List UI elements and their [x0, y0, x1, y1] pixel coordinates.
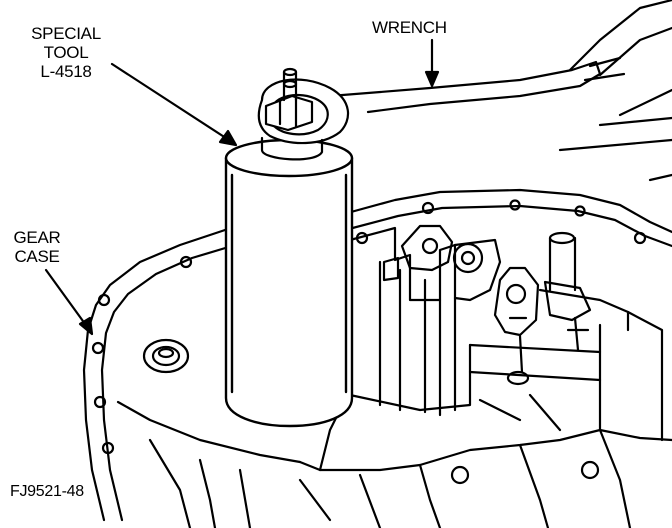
gear-case-flange-inner [100, 204, 672, 522]
drain-boss [142, 338, 190, 374]
special-tool-label: SPECIAL TOOL L-4518 [18, 24, 114, 81]
gear-leader [44, 268, 90, 330]
flange-bolt-holes [91, 199, 647, 455]
figure-id: FJ9521-48 [10, 483, 84, 500]
wrench-arrowhead [424, 70, 440, 88]
gear-case-label-line-1: GEAR [13, 228, 61, 247]
gear-case-label-line-2: CASE [14, 247, 60, 266]
lower-ribs [148, 408, 672, 528]
tool-arrowhead [218, 129, 238, 147]
tool-top-nut [260, 67, 324, 161]
shift-mechanism [348, 224, 664, 442]
wrench-label: WRENCH [372, 18, 447, 37]
gear-case-floor-edge [116, 400, 302, 464]
special-tool-cylinder [224, 138, 354, 428]
tool-leader [110, 62, 234, 144]
special-tool-label-line-1: SPECIAL [31, 24, 101, 43]
gear-case-label: GEAR CASE [2, 228, 72, 266]
right-housing [558, 0, 672, 182]
leader-arrows [44, 38, 440, 336]
wrench [257, 56, 626, 145]
special-tool-label-line-3: L-4518 [40, 62, 92, 81]
gear-arrowhead [78, 316, 94, 336]
special-tool-label-line-2: TOOL [43, 43, 89, 62]
